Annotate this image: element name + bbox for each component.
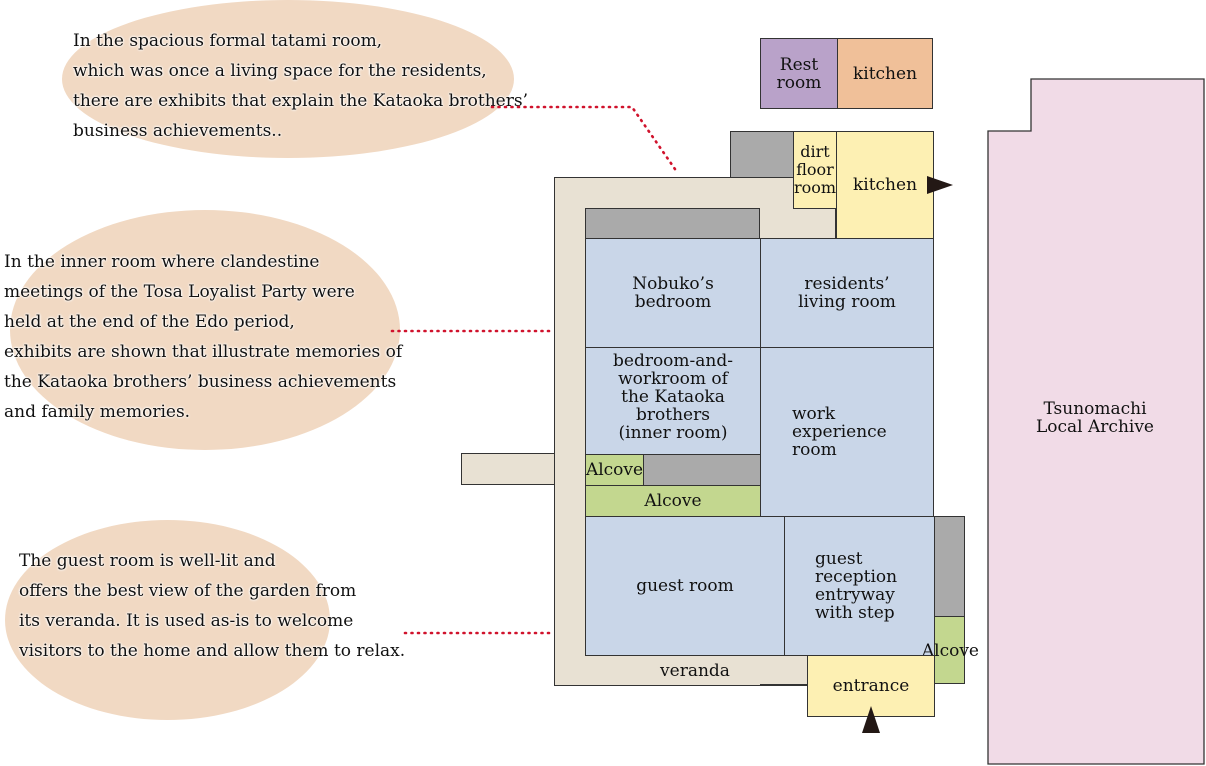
alcove-right: Alcove [922, 616, 979, 684]
work-experience-room: work experience room [760, 347, 934, 517]
annotation-line: which was once a living space for the re… [73, 61, 487, 81]
annotation-line: and family memories. [4, 402, 191, 422]
annotation-line: the Kataoka brothers’ business achieveme… [4, 372, 397, 392]
annotation-bubble-guest-room [5, 520, 330, 720]
residents-living-room: residents’ living room [760, 238, 934, 348]
alcove-small: Alcove [585, 454, 644, 486]
annotation-line: visitors to the home and allow them to r… [19, 641, 406, 661]
corridor-lower-fill [760, 660, 810, 685]
archive-label: Tsunomachi Local Archive [1036, 399, 1154, 437]
annotation-line: held at the end of the Edo period, [4, 312, 295, 332]
rest-room: Rest room [760, 38, 838, 109]
veranda-label: veranda [660, 661, 730, 681]
kitchen-annex: kitchen [837, 38, 933, 109]
annotation-line: there are exhibits that explain the Kata… [73, 91, 528, 111]
storage-top-corridor [585, 208, 760, 239]
dirt-floor-room: dirt floor room [793, 131, 837, 209]
annotation-guest-room: The guest room is well-lit and offers th… [19, 546, 405, 666]
entrance: entrance [807, 655, 935, 717]
kitchen: kitchen [836, 131, 934, 239]
guest-reception-entryway: guest reception entryway with step [784, 516, 935, 656]
side-corridor [461, 453, 556, 485]
annotation-line: The guest room is well-lit and [19, 551, 276, 571]
annotation-line: meetings of the Tosa Loyalist Party were [4, 282, 355, 302]
annotation-line: exhibits are shown that illustrate memor… [4, 342, 403, 362]
annotation-formal-tatami: In the spacious formal tatami room, whic… [73, 26, 528, 146]
annotation-bubble-formal-tatami [62, 0, 514, 158]
annotation-line: In the inner room where clandestine [4, 252, 320, 272]
nobuko-bedroom: Nobuko’s bedroom [585, 238, 761, 348]
annotation-line: In the spacious formal tatami room, [73, 31, 383, 51]
alcove-wide: Alcove [585, 485, 761, 517]
annotation-inner-room: In the inner room where clandestine meet… [4, 247, 402, 427]
annotation-line: offers the best view of the garden from [19, 581, 357, 601]
storage-alcove [643, 454, 761, 486]
annotation-bubble-inner-room [10, 210, 400, 450]
annotation-line: its veranda. It is used as-is to welcome [19, 611, 354, 631]
bedroom-workroom: bedroom-and- workroom of the Kataoka bro… [585, 347, 761, 455]
guest-room: guest room [585, 516, 785, 656]
storage-top-left [730, 131, 794, 178]
storage-right [934, 516, 965, 617]
annotation-line: business achievements.. [73, 121, 283, 141]
